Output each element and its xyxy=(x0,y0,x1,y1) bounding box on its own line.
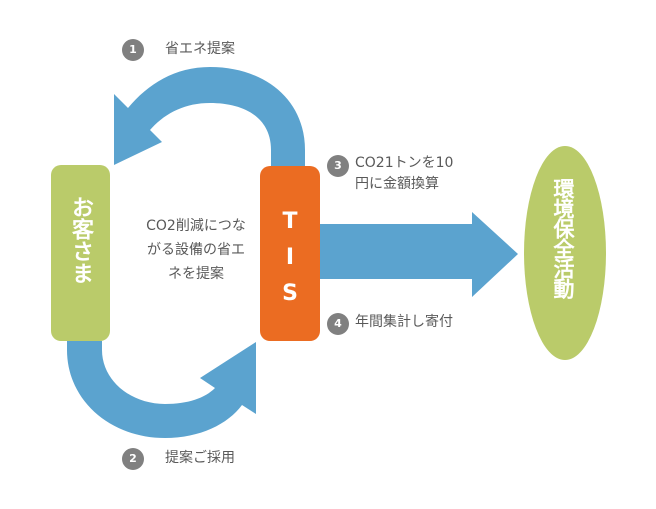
step-badge-1: 1 xyxy=(122,39,144,61)
customer-box xyxy=(51,165,110,341)
proposal-arrow xyxy=(114,67,305,166)
adoption-arrow xyxy=(67,341,256,438)
step-label-4: 年間集計し寄付 xyxy=(355,314,453,330)
environment-ellipse xyxy=(524,146,606,360)
step-badge-2: 2 xyxy=(122,448,144,470)
customer-label: お客さま xyxy=(68,196,93,284)
tis-letter: T xyxy=(282,209,298,234)
environment-label: 環境保全活動 xyxy=(551,178,575,298)
step-label-2: 提案ご採用 xyxy=(165,450,235,466)
center-note: CO2削減につながる設備の省エネを提案 xyxy=(146,218,246,282)
donation-arrow xyxy=(320,212,518,297)
tis-label: T I S xyxy=(260,204,320,312)
tis-box xyxy=(260,166,320,341)
tis-letter: S xyxy=(282,281,298,306)
step-label-1: 省エネ提案 xyxy=(165,41,235,57)
step-badge-4: 4 xyxy=(327,313,349,335)
step-badge-3: 3 xyxy=(327,155,349,177)
tis-letter: I xyxy=(285,245,295,270)
